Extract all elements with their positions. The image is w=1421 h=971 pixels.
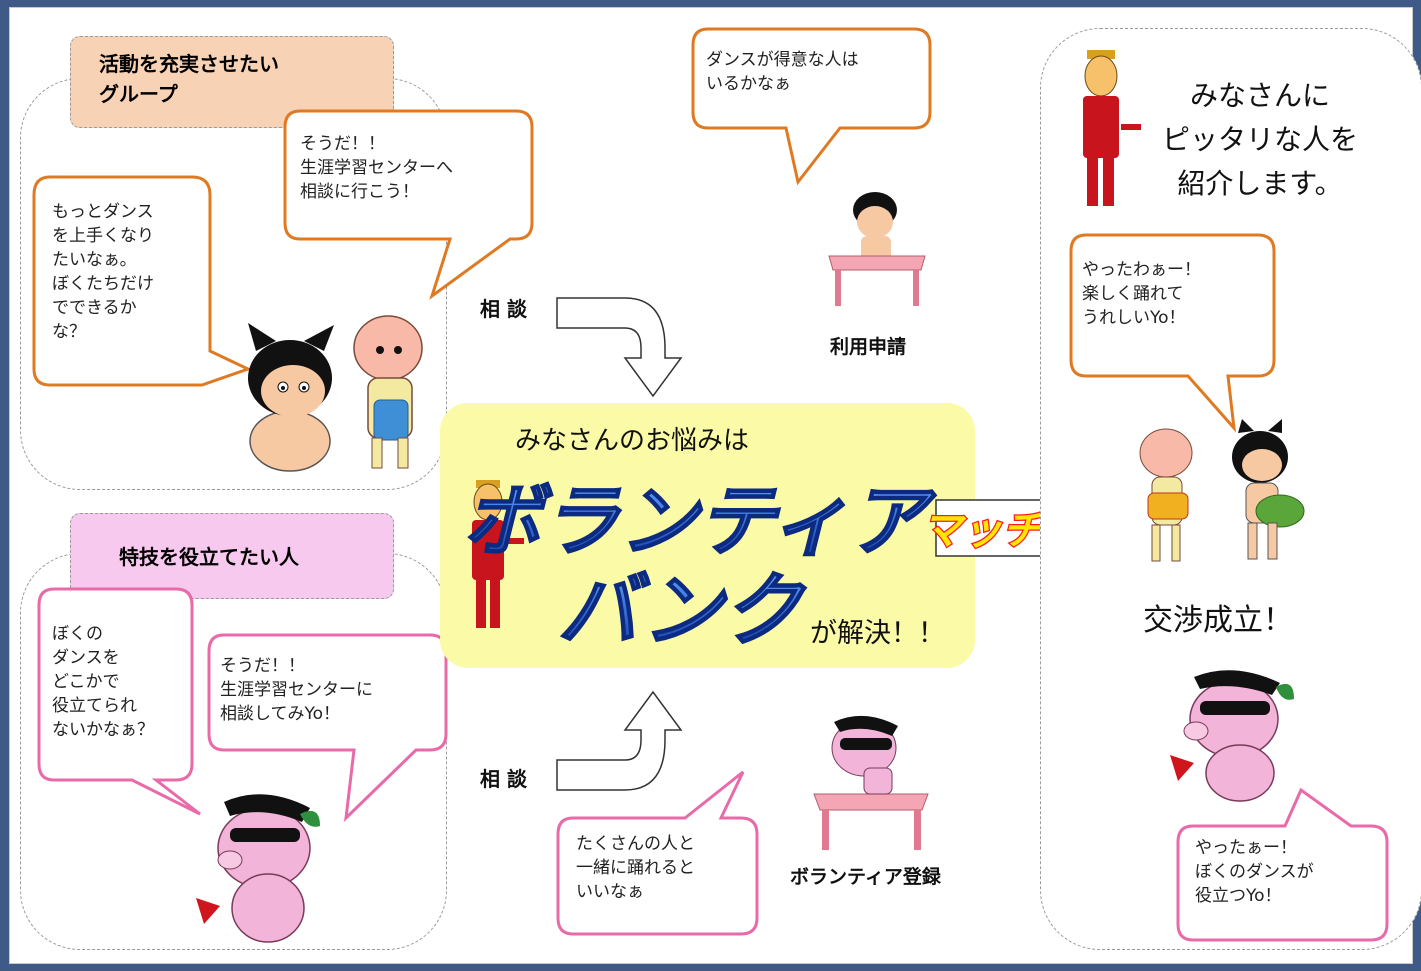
skill-left-speech-bubble	[37, 587, 201, 816]
consult-arrow-top	[556, 297, 683, 398]
headline-text: みなさんのお悩みは	[515, 426, 750, 456]
bank-line1: ボランティア	[463, 477, 936, 567]
host-character-icon-right	[1083, 50, 1141, 206]
deal-closed-text: 交渉成立！	[1143, 603, 1293, 638]
result-useful-speech-bubble	[1176, 787, 1389, 942]
consult-arrow-bottom	[556, 690, 683, 791]
host-character-icon	[472, 480, 524, 628]
bank-line2: バンク	[558, 564, 807, 657]
skill-right-bubble-text: そうだ！！ 生涯学習センターに 相談してみYo！	[220, 656, 373, 724]
skill-group-tab: 特技を役立てたい人	[70, 513, 394, 599]
register-label: ボランティア登録	[790, 866, 941, 888]
result-intro-text: みなさんに ピッタリな人を 紹介します。	[1161, 79, 1358, 200]
use-request-bubble-text: ダンスが得意な人は いるかなぁ	[706, 50, 859, 94]
register-bubble-text: たくさんの人と 一緒に踊れると いいなぁ	[576, 834, 695, 902]
activity-group-tab: 活動を充実させたい グループ	[70, 36, 394, 128]
use-request-speech-bubble	[691, 27, 932, 186]
activity-left-speech-bubble	[32, 175, 252, 387]
skill-group-tab-label: 特技を役立てたい人	[119, 545, 299, 569]
volunteer-bank-panel	[440, 403, 975, 668]
consult-label-bottom: 相 談	[480, 767, 527, 791]
activity-right-bubble-text: そうだ！！ 生涯学習センターへ 相談に行こう！	[300, 134, 453, 202]
pig-character-icon	[196, 794, 320, 943]
resolve-text: が解決！！	[810, 618, 945, 649]
dog-character-icon	[353, 315, 423, 469]
result-happy-bubble-text: やったわぁー！ 楽しく踊れて うれしいYo！	[1082, 260, 1201, 328]
result-useful-bubble-text: やったぁー！ ぼくのダンスが 役立つYo！	[1195, 838, 1314, 906]
diagram-canvas: 活動を充実させたい グループ もっとダンス を上手くなり たいなぁ。 ぼくたちだ…	[9, 7, 1421, 964]
pig-writing-desk-icon	[813, 715, 929, 850]
activity-left-bubble-text: もっとダンス を上手くなり たいなぁ。 ぼくたちだけ でできるか な？	[52, 202, 154, 342]
skill-left-bubble-text: ぼくの ダンスを どこかで 役立てられ ないかなぁ？	[52, 624, 154, 740]
consult-label-top: 相 談	[480, 297, 527, 321]
activity-right-speech-bubble	[283, 109, 534, 300]
pig-character-icon-right	[1170, 670, 1294, 802]
cat-character-icon	[248, 323, 334, 472]
register-speech-bubble	[556, 770, 759, 936]
dancing-characters-icon	[1139, 419, 1305, 562]
activity-group-tab-label: 活動を充実させたい グループ	[99, 52, 279, 106]
volunteer-bank-title: ボランティア バンク	[462, 476, 937, 658]
writing-desk-icon	[828, 192, 926, 306]
use-request-label: 利用申請	[830, 336, 907, 358]
result-happy-speech-bubble	[1069, 233, 1276, 433]
